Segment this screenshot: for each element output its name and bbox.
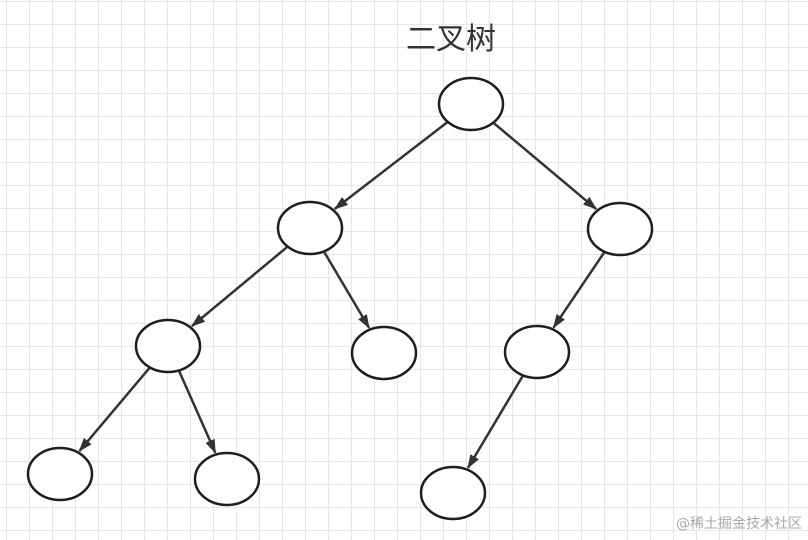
tree-node-rll — [419, 465, 487, 521]
edges-layer — [78, 120, 606, 469]
edge-r-to-rl — [552, 251, 606, 329]
edge-ll-to-lll — [78, 366, 151, 452]
tree-node-r — [586, 201, 654, 257]
edge-rl-to-rll — [466, 374, 525, 469]
edge-ll-to-llr — [177, 369, 217, 454]
tree-node-lr — [350, 325, 418, 381]
tree-node-rl — [503, 324, 571, 380]
nodes-layer — [26, 76, 654, 521]
edge-l-to-ll — [191, 245, 289, 328]
tree-node-ll — [134, 318, 202, 374]
tree-node-l — [276, 200, 344, 256]
tree-node-llr — [193, 451, 261, 507]
edge-root-to-r — [492, 121, 598, 210]
edge-l-to-lr — [322, 250, 371, 329]
watermark: @稀土掘金技术社区 — [676, 516, 802, 532]
tree-node-root — [437, 76, 505, 132]
diagram-title: 二叉树 — [406, 22, 496, 57]
edge-root-to-l — [334, 120, 449, 210]
tree-node-lll — [26, 446, 94, 502]
